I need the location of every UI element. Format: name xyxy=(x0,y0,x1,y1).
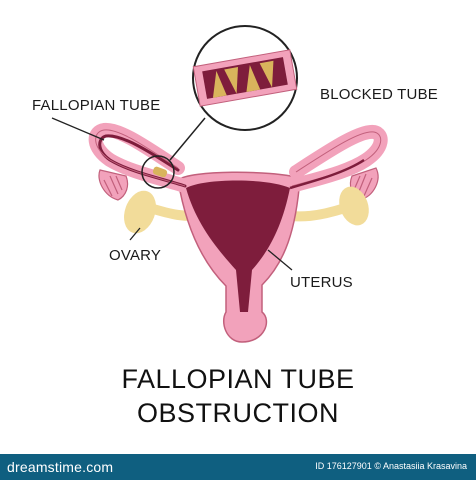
right-ovary xyxy=(339,186,369,226)
label-fallopian-tube: FALLOPIAN TUBE xyxy=(32,97,161,114)
footer-bar: dreamstime.com ID 176127901 © Anastasiia… xyxy=(0,454,476,480)
label-uterus: UTERUS xyxy=(290,274,353,291)
right-tube-lumen xyxy=(289,158,365,190)
magnifier-connector xyxy=(169,117,206,161)
tube-blockage xyxy=(152,166,168,178)
label-ovary: OVARY xyxy=(109,247,162,264)
fallopian-tube-leader xyxy=(51,117,105,141)
title-line-1: FALLOPIAN TUBE xyxy=(121,364,355,394)
left-tube-outline xyxy=(95,129,186,187)
label-blocked-tube: BLOCKED TUBE xyxy=(320,86,438,103)
blockage-highlight-circle xyxy=(141,155,175,189)
footer-credit: ID 176127901 © Anastasiia Krasavina xyxy=(315,461,467,471)
footer-logo[interactable]: dreamstime.com xyxy=(7,459,114,475)
uterus-leader xyxy=(267,249,293,271)
left-fimbriae xyxy=(98,169,129,201)
ovary-leader xyxy=(129,227,141,241)
title-line-2: OBSTRUCTION xyxy=(136,398,339,428)
left-ovary xyxy=(124,190,156,234)
magnified-blocked-tube xyxy=(192,25,298,131)
diagram-title: FALLOPIAN TUBE OBSTRUCTION xyxy=(0,362,476,430)
uterine-cavity xyxy=(186,180,290,312)
